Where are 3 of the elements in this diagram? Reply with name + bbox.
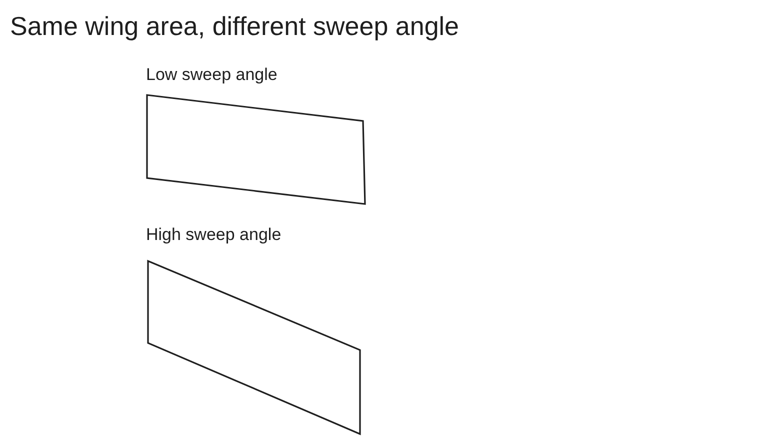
wing-label: Low sweep angle — [146, 64, 278, 86]
diagram-title: Same wing area, different sweep angle — [10, 10, 460, 42]
wing-label: High sweep angle — [146, 224, 282, 246]
